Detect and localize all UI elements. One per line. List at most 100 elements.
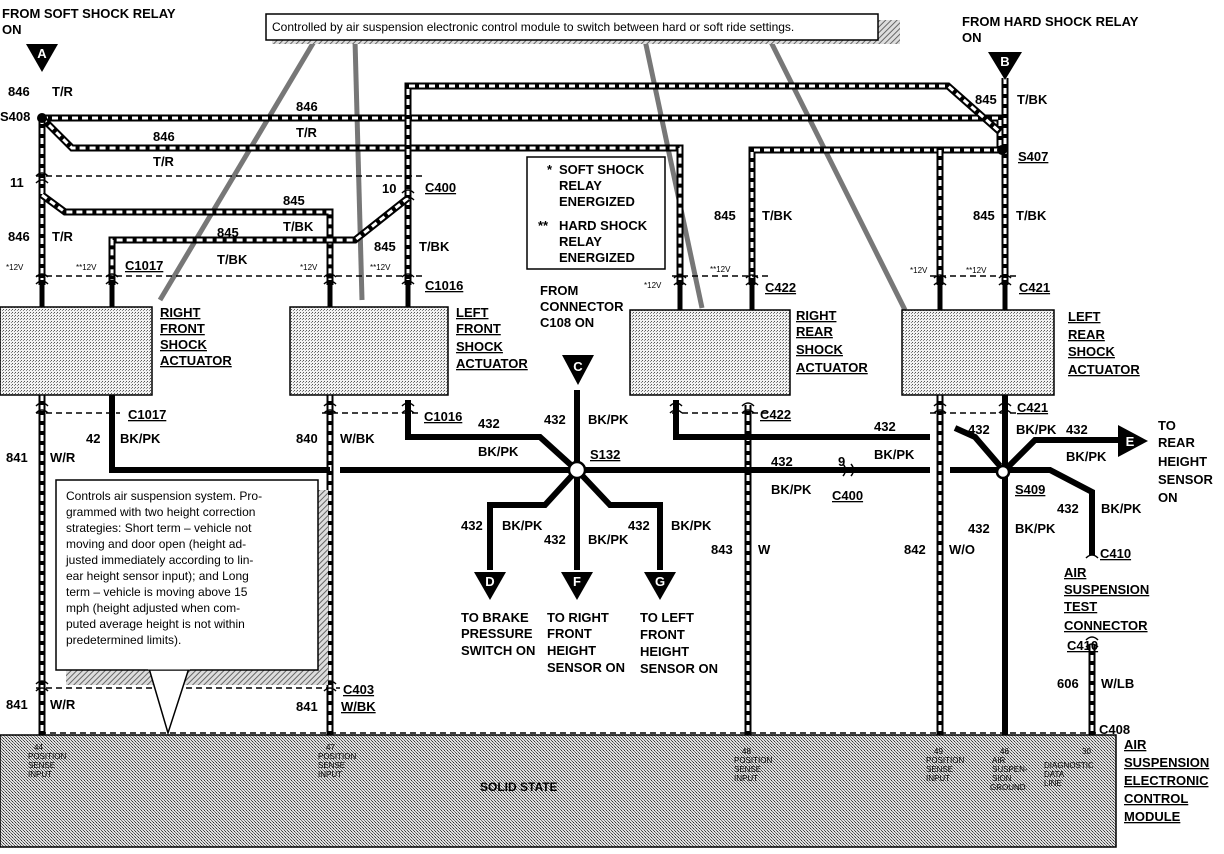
svg-text:846: 846 <box>296 99 318 114</box>
svg-text:S408: S408 <box>0 109 30 124</box>
svg-text:845: 845 <box>975 92 997 107</box>
marker-c: C <box>562 355 594 385</box>
svg-text:Controls air suspension system: Controls air suspension system. Pro- <box>66 489 262 503</box>
svg-text:B: B <box>1000 54 1009 69</box>
svg-text:606: 606 <box>1057 676 1079 691</box>
svg-text:C421: C421 <box>1019 280 1050 295</box>
svg-text:SHOCK: SHOCK <box>796 342 844 357</box>
svg-text:DATA: DATA <box>1044 770 1065 779</box>
svg-text:C403: C403 <box>343 682 374 697</box>
svg-text:E: E <box>1126 434 1135 449</box>
module-note-pointer <box>146 664 192 736</box>
svg-text:T/BK: T/BK <box>1016 208 1047 223</box>
svg-text:BK/PK: BK/PK <box>771 482 812 497</box>
svg-text:HARD SHOCK: HARD SHOCK <box>559 218 648 233</box>
svg-text:T/BK: T/BK <box>1017 92 1048 107</box>
svg-text:432: 432 <box>874 419 896 434</box>
svg-text:846: 846 <box>153 129 175 144</box>
svg-text:DIAGNOSTIC: DIAGNOSTIC <box>1044 761 1094 770</box>
svg-text:SENSE: SENSE <box>318 761 345 770</box>
svg-text:HEIGHT: HEIGHT <box>547 643 596 658</box>
connector-ticks <box>35 172 1099 692</box>
svg-text:POSITION: POSITION <box>28 752 66 761</box>
svg-text:SUSPEN-: SUSPEN- <box>992 765 1028 774</box>
soft-relay-label-1: FROM SOFT SHOCK RELAY <box>2 6 176 21</box>
svg-text:INPUT: INPUT <box>28 770 52 779</box>
svg-text:BK/PK: BK/PK <box>1066 449 1107 464</box>
lower-wiring <box>38 390 1120 735</box>
svg-text:**12V: **12V <box>710 265 731 274</box>
svg-text:432: 432 <box>544 412 566 427</box>
svg-text:SUSPENSION: SUSPENSION <box>1064 582 1149 597</box>
svg-text:845: 845 <box>217 225 239 240</box>
lr-actuator-label: LEFT REAR SHOCK ACTUATOR <box>1068 309 1140 377</box>
svg-text:*12V: *12V <box>910 266 928 275</box>
splice-s409 <box>995 464 1011 480</box>
svg-text:AIR: AIR <box>992 756 1006 765</box>
svg-text:F: F <box>573 574 581 589</box>
hard-relay-label-1: FROM HARD SHOCK RELAY <box>962 14 1139 29</box>
marker-g: G <box>644 572 676 600</box>
rf-actuator-box <box>0 306 153 396</box>
svg-text:SHOCK: SHOCK <box>160 337 208 352</box>
marker-f: F <box>561 572 593 600</box>
svg-text:432: 432 <box>968 521 990 536</box>
dest-g-label: TO LEFT FRONT HEIGHT SENSOR ON <box>640 610 718 676</box>
svg-text:**: ** <box>538 218 549 233</box>
svg-text:ENERGIZED: ENERGIZED <box>559 194 635 209</box>
splice-s407 <box>997 145 1007 155</box>
svg-text:REAR: REAR <box>796 324 833 339</box>
svg-text:C422: C422 <box>760 407 791 422</box>
svg-text:REAR: REAR <box>1068 327 1105 342</box>
soft-relay-label-2: ON <box>2 22 22 37</box>
svg-text:46: 46 <box>1000 747 1009 756</box>
svg-text:CONTROL: CONTROL <box>1124 791 1188 806</box>
svg-text:44: 44 <box>34 743 43 752</box>
svg-text:C410: C410 <box>1100 546 1131 561</box>
svg-text:SHOCK: SHOCK <box>1068 344 1116 359</box>
svg-text:CONNECTOR: CONNECTOR <box>1064 618 1148 633</box>
svg-text:POSITION: POSITION <box>734 756 772 765</box>
svg-text:ACTUATOR: ACTUATOR <box>160 353 232 368</box>
svg-text:LINE: LINE <box>1044 779 1062 788</box>
dest-e-label: TO REAR HEIGHT SENSOR ON <box>1158 418 1214 505</box>
connector-c108-label-1: FROM <box>540 283 578 298</box>
svg-text:AIR: AIR <box>1124 737 1147 752</box>
svg-text:845: 845 <box>283 193 305 208</box>
svg-text:BK/PK: BK/PK <box>874 447 915 462</box>
svg-text:SUSPENSION: SUSPENSION <box>1124 755 1209 770</box>
svg-text:PRESSURE: PRESSURE <box>461 626 533 641</box>
svg-text:POSITION: POSITION <box>318 752 356 761</box>
svg-text:841: 841 <box>6 450 28 465</box>
svg-text:justed immediately according t: justed immediately according to lin- <box>65 553 253 567</box>
svg-text:432: 432 <box>628 518 650 533</box>
svg-text:432: 432 <box>544 532 566 547</box>
svg-text:C408: C408 <box>1099 722 1130 737</box>
svg-text:T/BK: T/BK <box>762 208 793 223</box>
svg-text:ear height sensor input); and: ear height sensor input); and Long <box>66 569 249 583</box>
svg-text:432: 432 <box>968 422 990 437</box>
svg-text:845: 845 <box>714 208 736 223</box>
svg-text:W/O: W/O <box>949 542 975 557</box>
svg-text:C422: C422 <box>765 280 796 295</box>
lf-actuator-box <box>289 306 449 396</box>
svg-text:10: 10 <box>382 181 396 196</box>
svg-text:846: 846 <box>8 84 30 99</box>
svg-text:SHOCK: SHOCK <box>456 339 504 354</box>
svg-text:SENSOR ON: SENSOR ON <box>547 660 625 675</box>
svg-text:30: 30 <box>1082 747 1091 756</box>
svg-text:SWITCH ON: SWITCH ON <box>461 643 535 658</box>
svg-text:TEST: TEST <box>1064 599 1097 614</box>
svg-text:G: G <box>655 574 665 589</box>
pin-labels: 11 10 9 *12V **12V *12V **12V *12V **12V… <box>6 175 987 469</box>
svg-text:C400: C400 <box>425 180 456 195</box>
lr-actuator-box <box>901 309 1055 396</box>
svg-text:T/R: T/R <box>296 125 318 140</box>
svg-text:strategies: Short term – vehic: strategies: Short term – vehicle not <box>66 521 252 535</box>
module-box <box>0 734 1117 848</box>
svg-text:POSITION: POSITION <box>926 756 964 765</box>
svg-text:INPUT: INPUT <box>318 770 342 779</box>
svg-text:SENSOR ON: SENSOR ON <box>640 661 718 676</box>
dest-d-label: TO BRAKE PRESSURE SWITCH ON <box>461 610 535 658</box>
svg-text:FRONT: FRONT <box>547 626 592 641</box>
